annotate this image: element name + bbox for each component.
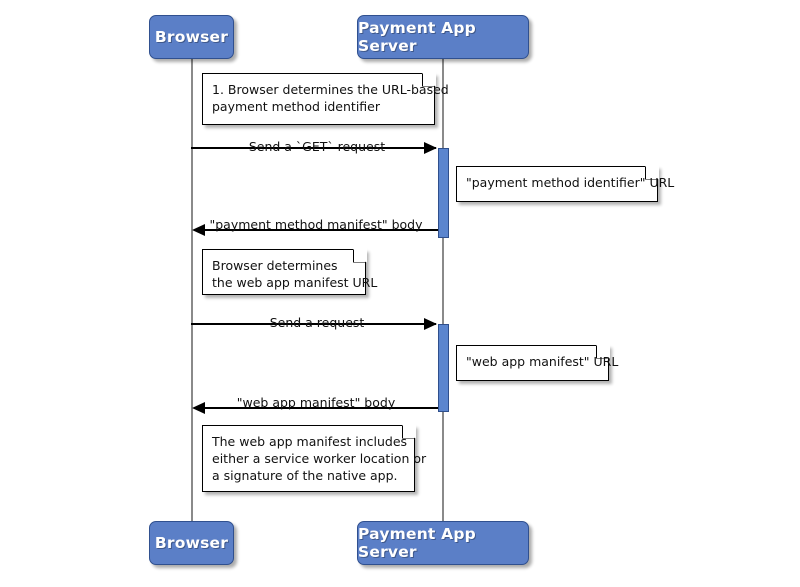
message-line-payment-method-manifest-body <box>196 229 443 231</box>
participant-payment-app-server-bottom[interactable]: Payment App Server <box>357 521 529 565</box>
message-arrowhead-send-get-request <box>424 142 437 154</box>
activation-bar-payment-method-manifest <box>438 148 449 238</box>
message-line-send-a-request <box>191 323 436 325</box>
note-line: a signature of the native app. <box>212 468 398 483</box>
message-arrowhead-send-a-request <box>424 318 437 330</box>
participant-browser-top-label: Browser <box>154 28 229 46</box>
note-text: Browser determines the web app manifest … <box>212 257 378 291</box>
note-line: payment method identifier <box>212 99 380 114</box>
lifeline-payment-app-server <box>442 58 444 523</box>
message-label-web-app-manifest-body: "web app manifest" body <box>236 395 396 410</box>
message-line-send-get-request <box>191 147 436 149</box>
note-text: The web app manifest includes either a s… <box>212 433 427 484</box>
note-line: 1. Browser determines the URL-based <box>212 82 449 97</box>
note-payment-method-identifier-url: "payment method identifier" URL <box>456 165 675 202</box>
note-browser-determines-web-app-manifest-url: Browser determines the web app manifest … <box>202 248 378 295</box>
note-line: "web app manifest" URL <box>466 354 619 369</box>
message-arrowhead-web-app-manifest-body <box>192 402 205 414</box>
message-label-payment-method-manifest-body: "payment method manifest" body <box>209 217 423 232</box>
note-text: "web app manifest" URL <box>466 353 619 370</box>
message-label-send-a-request: Send a request <box>269 315 365 330</box>
message-label-send-get-request: Send a `GET` request <box>248 139 386 154</box>
note-text: "payment method identifier" URL <box>466 174 675 191</box>
participant-payment-app-server-bottom-label: Payment App Server <box>358 525 476 561</box>
note-line: The web app manifest includes <box>212 434 408 449</box>
participant-browser-top[interactable]: Browser <box>149 15 234 59</box>
participant-browser-bottom-label: Browser <box>154 534 229 552</box>
note-text: 1. Browser determines the URL-based paym… <box>212 81 449 115</box>
activation-bar-web-app-manifest <box>438 324 449 412</box>
note-line: Browser determines <box>212 258 338 273</box>
note-line: "payment method identifier" URL <box>466 175 675 190</box>
participant-browser-bottom[interactable]: Browser <box>149 521 234 565</box>
participant-payment-app-server-top-label: Payment App Server <box>358 19 476 55</box>
note-browser-determines-identifier: 1. Browser determines the URL-based paym… <box>202 72 449 125</box>
note-line: the web app manifest URL <box>212 275 378 290</box>
note-web-app-manifest-includes: The web app manifest includes either a s… <box>202 424 427 492</box>
note-web-app-manifest-url: "web app manifest" URL <box>456 344 619 381</box>
message-arrowhead-payment-method-manifest-body <box>192 224 205 236</box>
note-line: either a service worker location or <box>212 451 427 466</box>
message-line-web-app-manifest-body <box>196 407 443 409</box>
lifeline-browser <box>191 58 193 523</box>
participant-payment-app-server-top[interactable]: Payment App Server <box>357 15 529 59</box>
